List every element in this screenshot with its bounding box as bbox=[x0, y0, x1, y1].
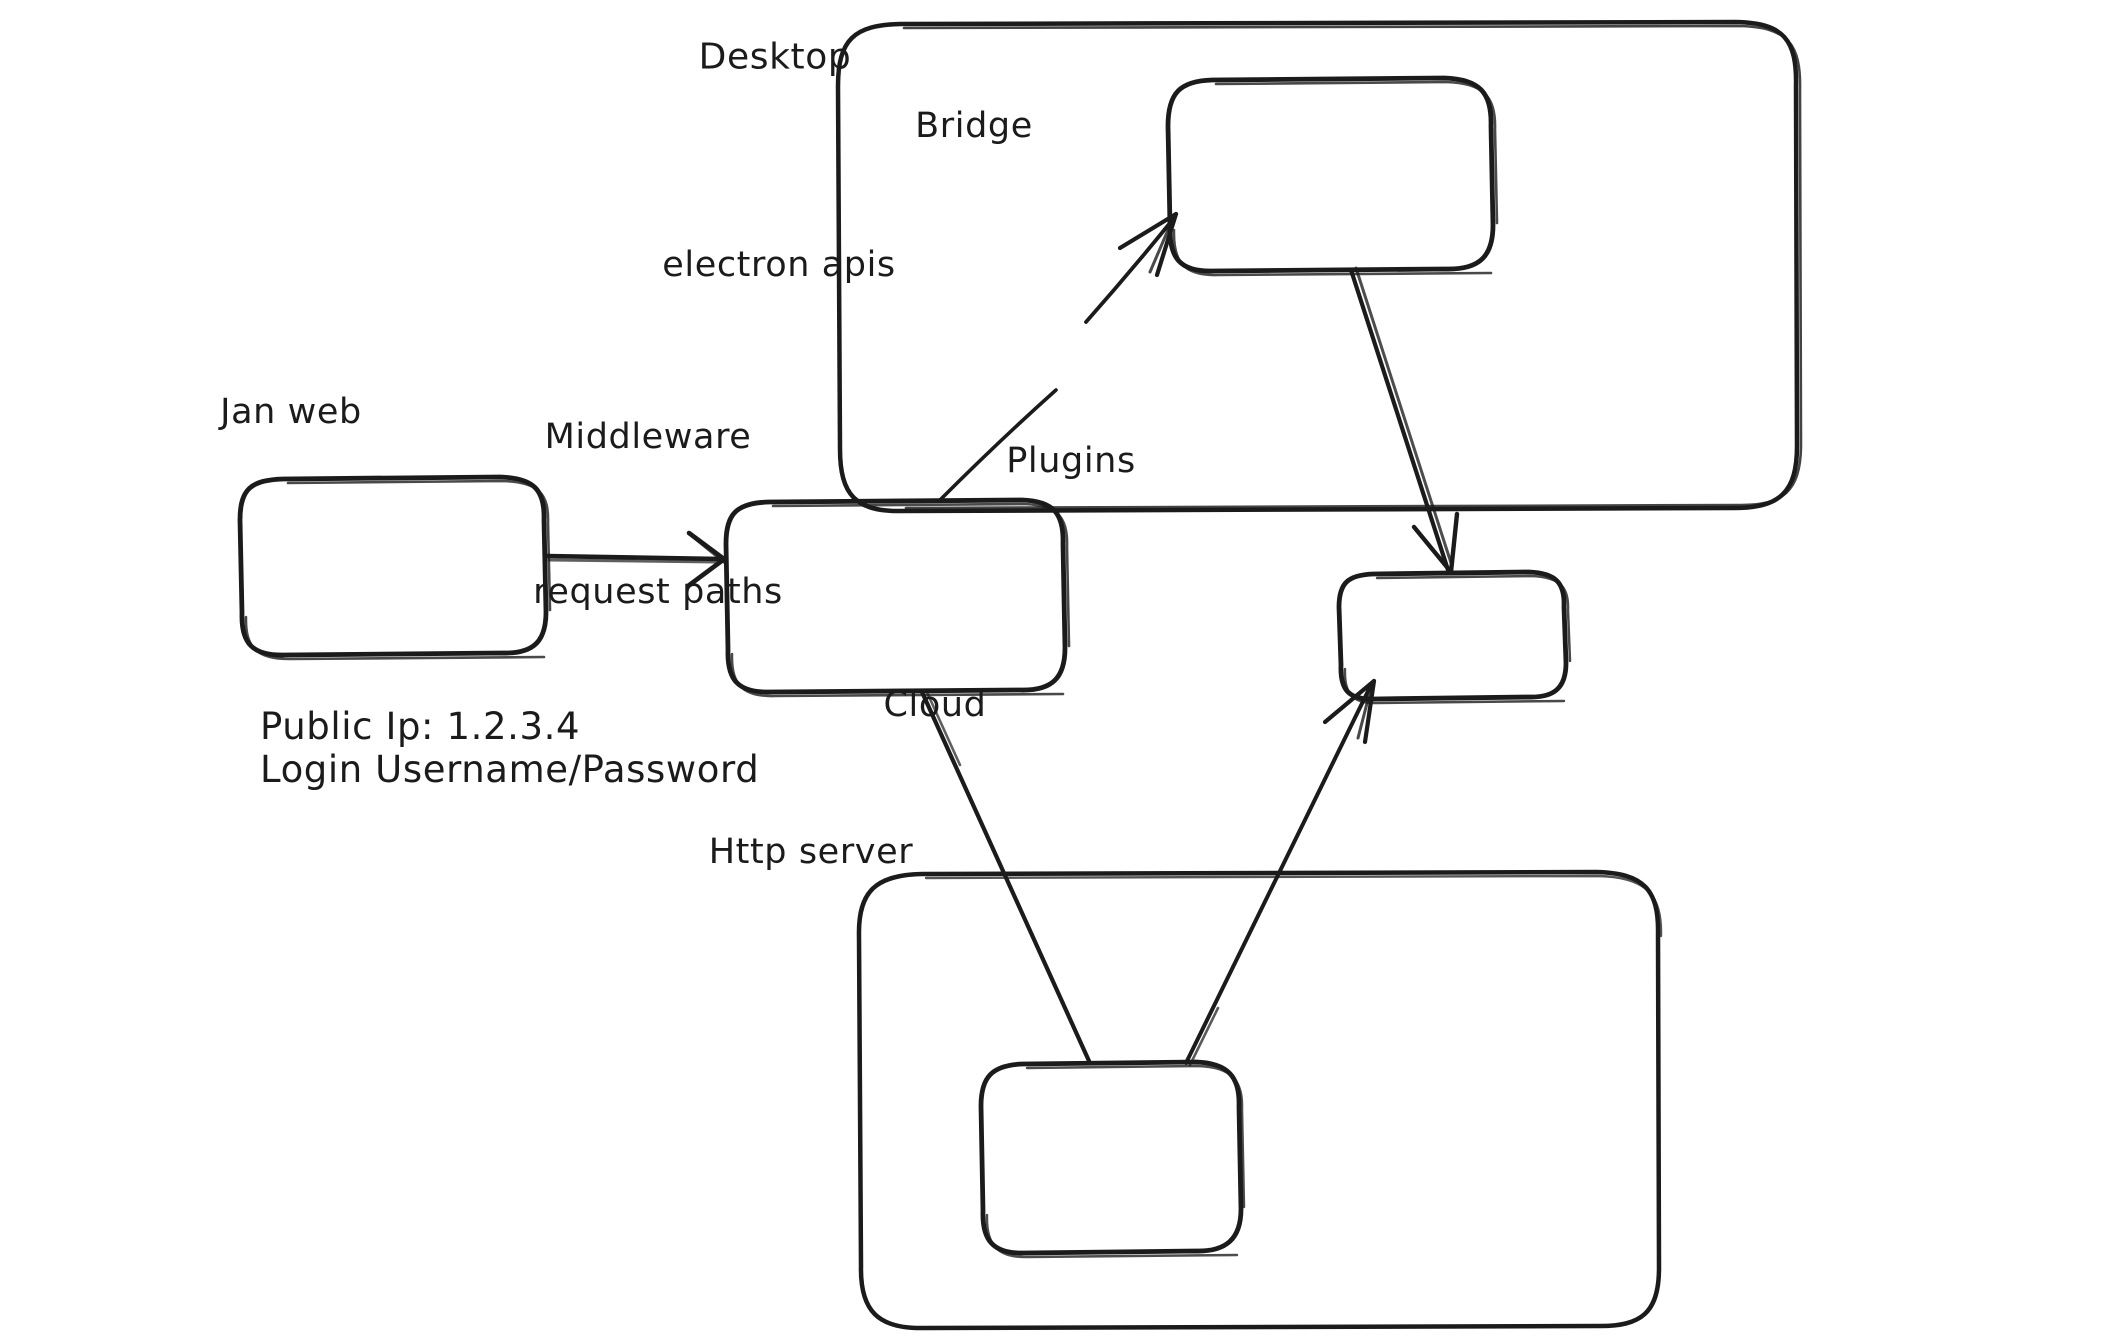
edge-label-request-paths: request paths bbox=[533, 572, 783, 612]
note-login-credentials: Login Username/Password bbox=[260, 748, 760, 791]
edge-middleware-to-http-server bbox=[919, 688, 1092, 1064]
edge-label-cloud: Cloud bbox=[883, 685, 987, 725]
node-label-middleware: Middleware bbox=[544, 417, 752, 457]
container-desktop bbox=[835, 19, 1803, 514]
edge-http-server-to-plugins bbox=[1184, 678, 1377, 1067]
container-cloud bbox=[856, 869, 1663, 1331]
edge-label-electron-apis: electron apis bbox=[662, 245, 896, 285]
node-box-jan-web[interactable] bbox=[237, 474, 552, 661]
node-box-middleware[interactable] bbox=[723, 497, 1071, 698]
edge-bridge-to-plugins bbox=[1348, 266, 1460, 575]
node-label-http-server: Http server bbox=[708, 832, 914, 872]
container-label-desktop: Desktop bbox=[698, 36, 852, 78]
edge-middleware-to-bridge bbox=[938, 211, 1179, 502]
note-public-ip: Public Ip: 1.2.3.4 bbox=[260, 705, 581, 748]
node-box-http-server[interactable] bbox=[978, 1059, 1246, 1259]
node-label-bridge: Bridge bbox=[915, 106, 1033, 146]
node-box-bridge[interactable] bbox=[1165, 75, 1499, 277]
node-label-plugins: Plugins bbox=[1006, 441, 1136, 481]
edge-jan-web-to-middleware bbox=[544, 530, 727, 589]
node-label-jan-web: Jan web bbox=[220, 392, 362, 432]
